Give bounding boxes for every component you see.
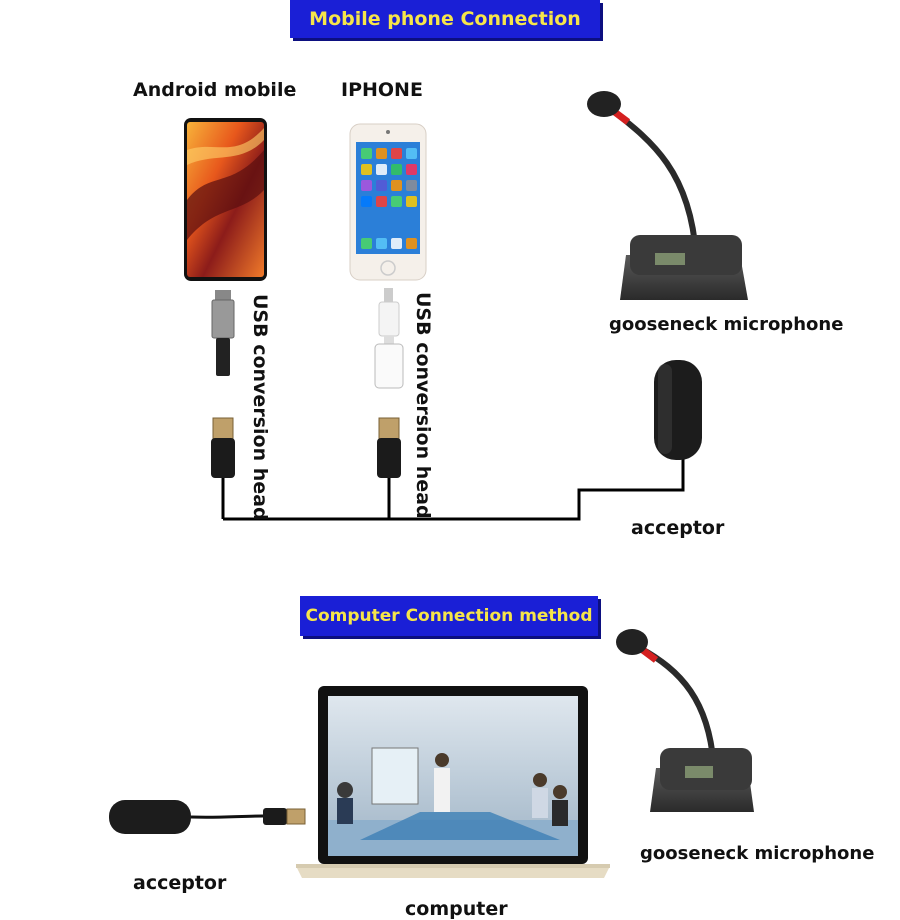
- banner-computer-connection: Computer Connection method: [300, 596, 598, 636]
- usb-conversion-label-left: USB conversion head: [249, 294, 271, 521]
- android-phone: [184, 118, 267, 281]
- mobile-cable-network: [221, 455, 685, 521]
- usb-c-adapter: [211, 290, 235, 376]
- iphone: [349, 123, 427, 281]
- gooseneck-microphone-top: [587, 91, 748, 300]
- banner-mobile-connection: Mobile phone Connection: [290, 0, 600, 38]
- acceptor-label-bottom: acceptor: [133, 872, 227, 894]
- usb-a-plug-left: [211, 417, 235, 478]
- usb-a-plug-right: [377, 417, 401, 478]
- laptop-computer: [296, 686, 610, 878]
- usb-conversion-label-right: USB conversion head: [412, 292, 434, 519]
- gooseneck-microphone-label-top: gooseneck microphone: [609, 314, 844, 335]
- iphone-label: IPHONE: [341, 79, 423, 101]
- lightning-adapter: [374, 288, 404, 389]
- acceptor-label-top: acceptor: [631, 517, 725, 539]
- gooseneck-microphone-label-bottom: gooseneck microphone: [640, 843, 875, 864]
- computer-label: computer: [405, 898, 508, 920]
- acceptor-receiver-top: [654, 360, 702, 460]
- acceptor-receiver-bottom: [109, 800, 306, 834]
- android-mobile-label: Android mobile: [133, 79, 297, 101]
- gooseneck-microphone-bottom: [616, 629, 754, 812]
